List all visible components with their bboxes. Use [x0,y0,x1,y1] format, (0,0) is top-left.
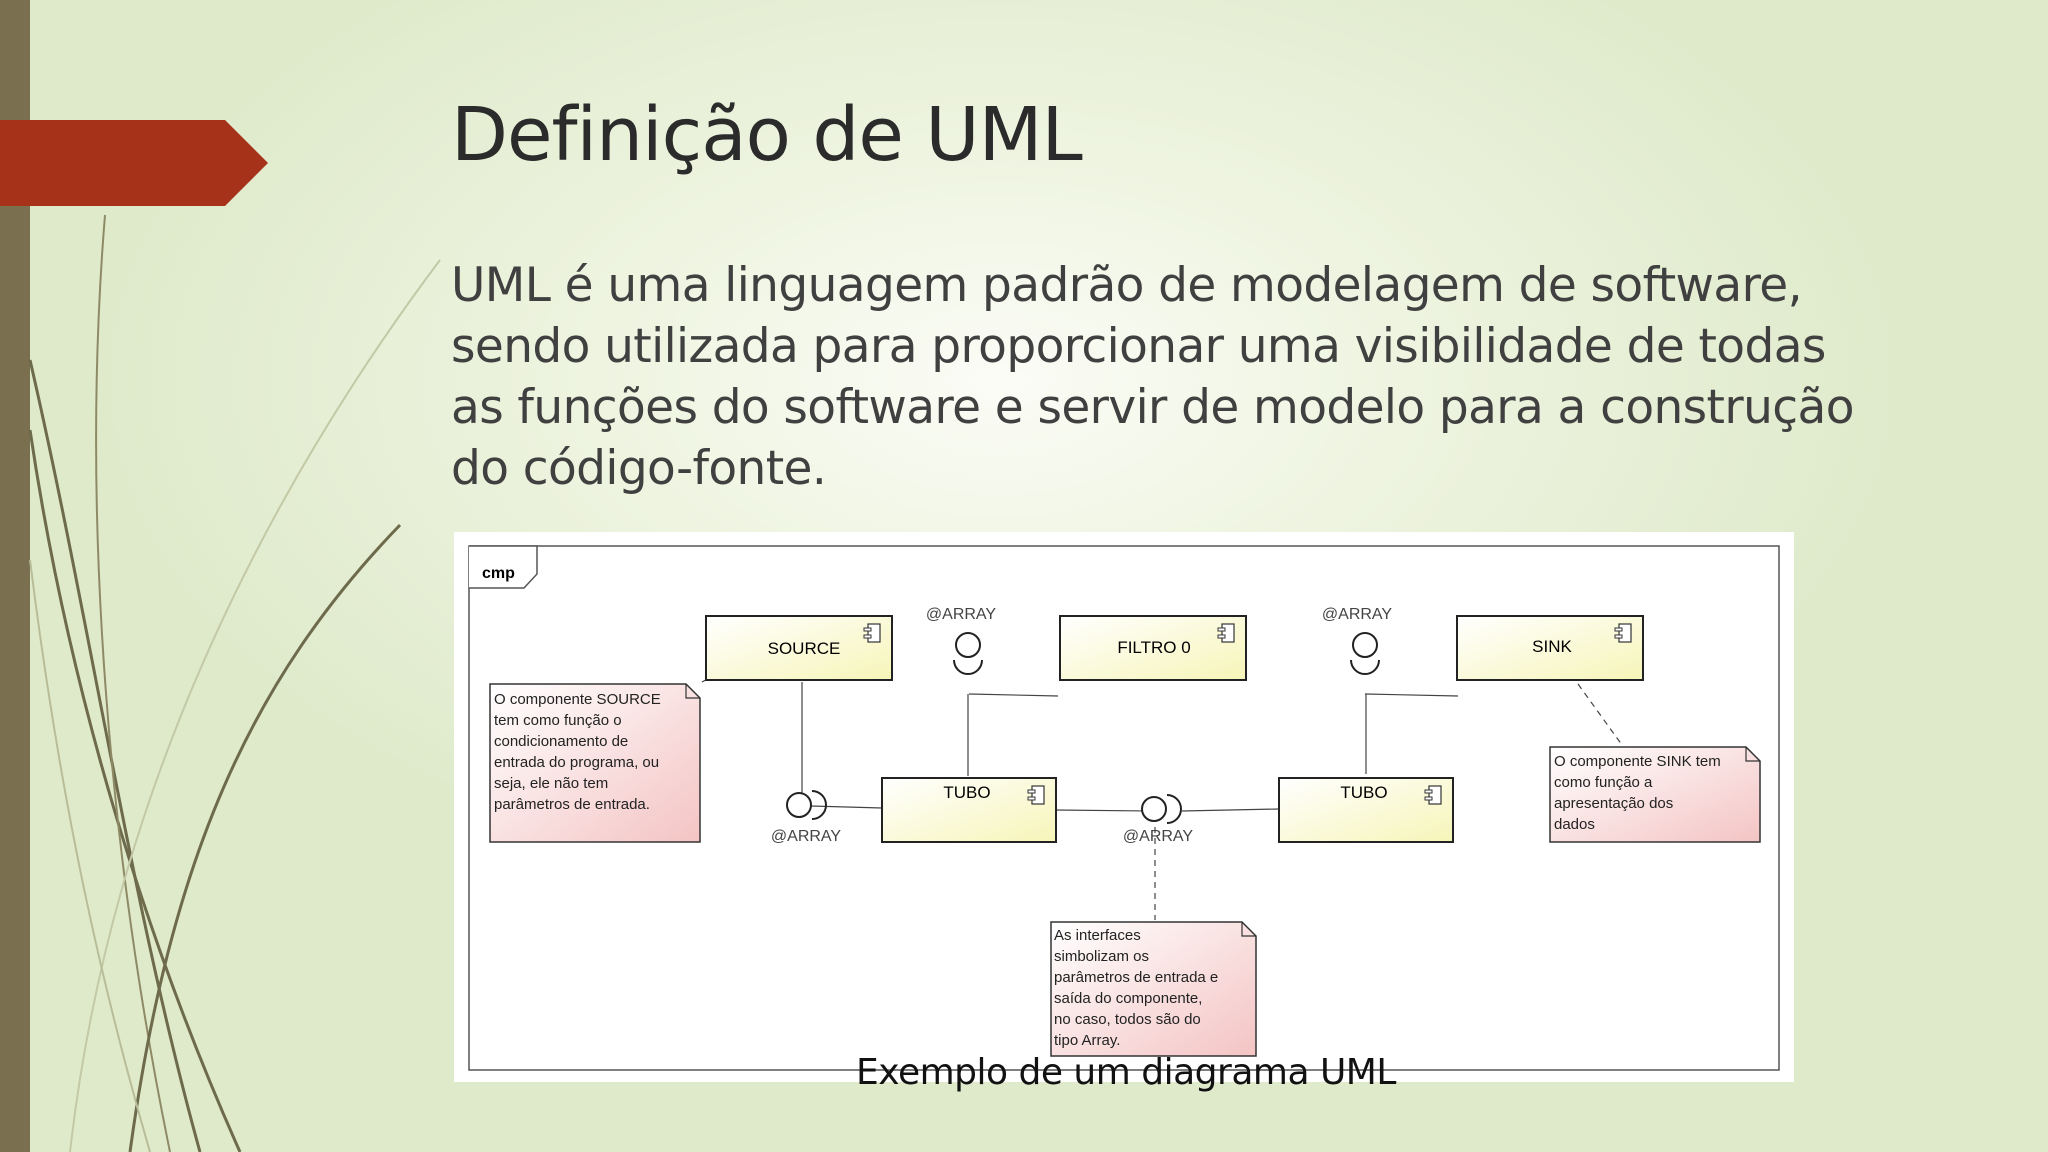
note-interfaces-line: saída do componente, [1054,990,1202,1007]
note-interfaces-line: simbolizam os [1054,948,1149,965]
title-arrow-shape [0,120,268,206]
interface-top-2-label: @ARRAY [1322,606,1393,623]
leaf-stroke-2 [28,429,242,1152]
filtro-label: FILTRO 0 [1117,638,1190,657]
interface-top-1-label: @ARRAY [926,606,997,623]
leaf-stroke-1 [28,359,202,1152]
frame-label: cmp [482,565,515,582]
note-interfaces-line: parâmetros de entrada e [1054,969,1218,986]
note-interfaces-line: no caso, todos são do [1054,1011,1201,1028]
interface-bottom-1-label: @ARRAY [771,828,842,845]
leaf-stroke-5 [69,259,441,1152]
note-sink: O componente SINK tem como função a aprese… [1549,746,1761,843]
note-source-line: seja, ele não tem [494,775,608,792]
note-source-line: parâmetros de entrada. [494,796,650,813]
note-interfaces-line: As interfaces [1054,927,1141,944]
sink-component: SINK [1456,615,1644,681]
slide-body-text: UML é uma linguagem padrão de modelagem … [451,258,1855,496]
note-source: O componente SOURCE tem como função o cond… [489,683,701,843]
source-component: SOURCE [705,615,893,681]
sink-label: SINK [1532,637,1572,656]
tubo-component-1: TUBO [881,777,1057,843]
interface-top-2: @ARRAY [1322,606,1393,675]
interface-bottom-1: @ARRAY [771,790,842,845]
uml-component-diagram: cmp SOURCE [468,545,1780,1071]
uml-diagram-image: cmp SOURCE [454,532,1794,1082]
interface-bottom-2: @ARRAY [1123,794,1194,845]
note-source-line: tem como função o [494,712,622,729]
connector-lines [801,682,1459,812]
diagram-caption: Exemplo de um diagrama UML [856,1052,1396,1093]
leaf-stroke-3 [95,214,171,1152]
diagram-frame-border [468,545,1780,1071]
note-interfaces: As interfaces simbolizam os parâmetros de … [1050,921,1257,1057]
interface-bottom-2-label: @ARRAY [1123,828,1194,845]
tubo2-label: TUBO [1340,783,1387,802]
note-interfaces-line: tipo Array. [1054,1032,1120,1049]
note-sink-line: apresentação dos [1554,795,1673,812]
leaf-stroke-4 [128,523,402,1152]
note-source-line: O componente SOURCE [494,691,661,708]
frame-label-tab [469,545,538,589]
note-sink-line: dados [1554,816,1595,833]
note-sink-line: O componente SINK tem [1554,753,1721,770]
source-label: SOURCE [768,639,841,658]
tubo-component-2: TUBO [1278,777,1454,843]
note-source-line: entrada do programa, ou [494,754,659,771]
note-sink-line: como função a [1554,774,1653,791]
note-source-line: condicionamento de [494,733,628,750]
slide-title: Definição de UML [451,92,1083,178]
filtro-component: FILTRO 0 [1059,615,1247,681]
interface-top-1: @ARRAY [926,606,997,675]
leaf-stroke-6 [29,559,151,1152]
tubo1-label: TUBO [943,783,990,802]
note-anchors [701,659,1623,920]
